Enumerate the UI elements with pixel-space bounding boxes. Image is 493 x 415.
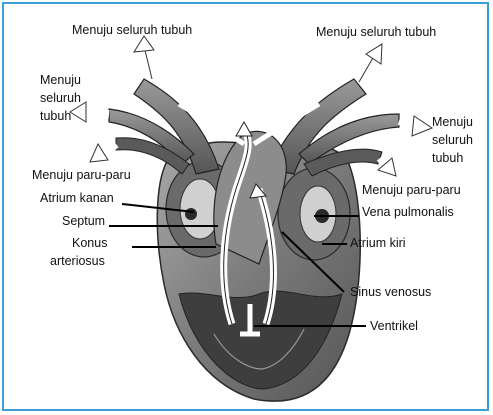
label-left-body-1: Menuju [40, 73, 81, 87]
label-left-body-2: seluruh [40, 91, 81, 105]
arrow-top-right [359, 44, 382, 82]
label-top-left: Menuju seluruh tubuh [72, 23, 192, 37]
arrow-right-lungs [378, 158, 396, 176]
arrow-right-body [399, 116, 432, 136]
label-atrium-kiri: Atrium kiri [350, 236, 406, 250]
heart-diagram: Menuju seluruh tubuh Menuju seluruh tubu… [4, 4, 489, 411]
label-atrium-kanan: Atrium kanan [40, 191, 114, 205]
label-right-body-1: Menuju [432, 115, 473, 129]
label-top-right: Menuju seluruh tubuh [316, 25, 436, 39]
label-konus-1: Konus [72, 236, 107, 250]
label-right-body-3: tubuh [432, 151, 463, 165]
diagram-frame: Menuju seluruh tubuh Menuju seluruh tubu… [2, 2, 489, 411]
label-sinus-venosus: Sinus venosus [350, 285, 431, 299]
label-right-body-2: seluruh [432, 133, 473, 147]
label-septum: Septum [62, 214, 105, 228]
label-vena-pulmonalis: Vena pulmonalis [362, 205, 454, 219]
arrow-top-left [134, 36, 154, 79]
label-paru-left: Menuju paru-paru [32, 168, 131, 182]
label-ventrikel: Ventrikel [370, 319, 418, 333]
label-left-body-3: tubuh [40, 109, 71, 123]
label-paru-right: Menuju paru-paru [362, 183, 461, 197]
label-konus-2: arteriosus [50, 254, 105, 268]
arrow-left-body [70, 102, 109, 122]
arrow-left-lungs [90, 144, 116, 162]
